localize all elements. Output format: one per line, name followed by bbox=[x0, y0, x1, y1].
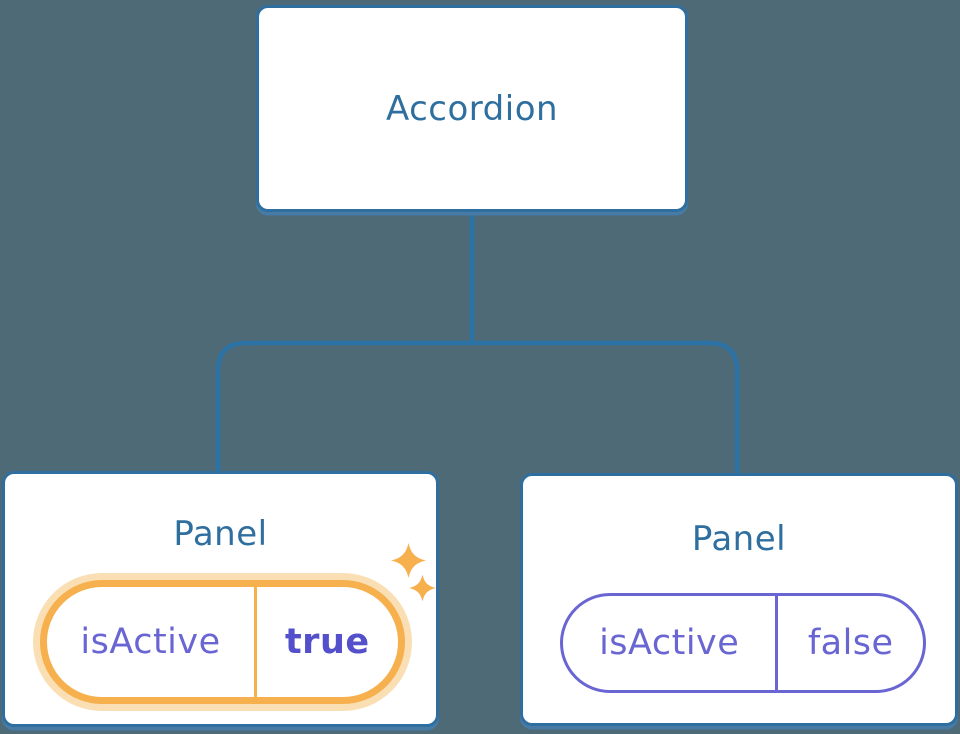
accordion-node-label: Accordion bbox=[385, 88, 559, 129]
pill-divider bbox=[254, 587, 257, 697]
prop-pill-inactive: isActive false bbox=[560, 593, 926, 693]
prop-name: isActive bbox=[599, 623, 740, 663]
pill-divider bbox=[775, 596, 779, 690]
prop-value: true bbox=[284, 622, 370, 662]
sparkle-icon bbox=[391, 542, 426, 579]
prop-name: isActive bbox=[80, 622, 221, 662]
prop-pill-active: isActive true bbox=[40, 580, 405, 704]
panel-node-active: Panel isActive true bbox=[2, 471, 439, 727]
sparkle-icon bbox=[409, 574, 436, 602]
panel-node-label: Panel bbox=[173, 514, 268, 554]
accordion-node: Accordion bbox=[256, 5, 688, 212]
panel-node-inactive: Panel isActive false bbox=[520, 473, 958, 726]
prop-value: false bbox=[807, 623, 894, 663]
panel-node-label: Panel bbox=[691, 519, 787, 559]
